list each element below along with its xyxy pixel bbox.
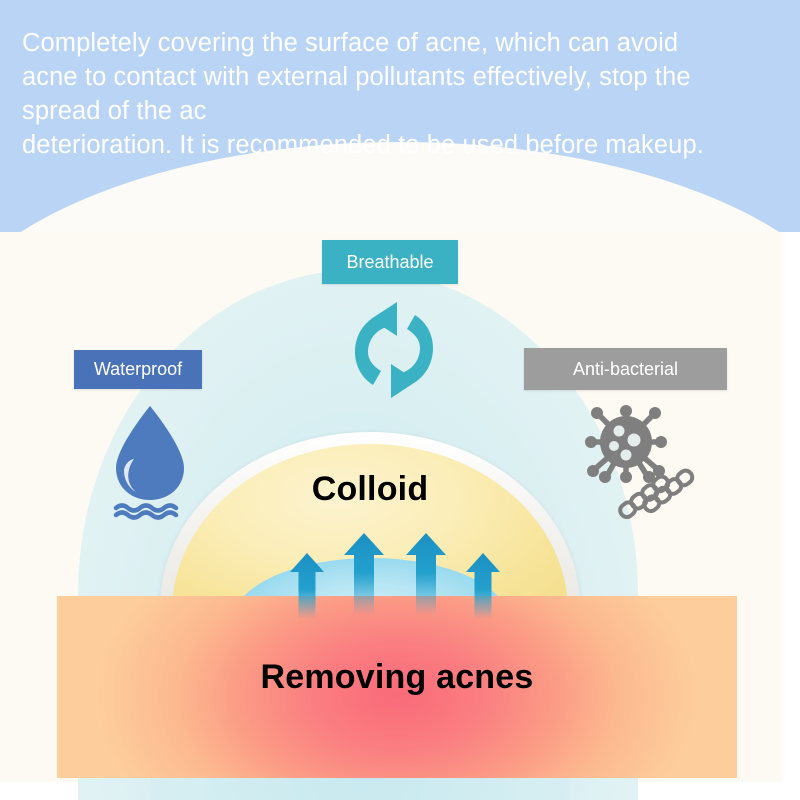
badge-breathable-label: Breathable: [346, 251, 434, 272]
badge-breathable[interactable]: Breathable: [322, 240, 458, 284]
badge-anti-bacterial[interactable]: Anti-bacterial: [524, 348, 727, 390]
removing-acnes-label: Removing acnes: [260, 658, 534, 696]
badge-waterproof[interactable]: Waterproof: [74, 350, 202, 389]
recycle-arrows-icon: [345, 300, 443, 400]
upward-arrows-icon: [280, 525, 510, 621]
water-droplet-icon: [96, 402, 204, 522]
badge-waterproof-label: Waterproof: [93, 359, 183, 379]
colloid-label: Colloid: [311, 470, 429, 508]
skin-layer: Removing acnes: [57, 596, 737, 778]
virus-bacteria-icon: [578, 398, 706, 534]
header-description: Completely covering the surface of acne,…: [22, 29, 704, 159]
skin-fill: [57, 596, 737, 778]
badge-anti-bacterial-label: Anti-bacterial: [572, 358, 679, 379]
illustration-panel: Colloid Removing acnes Waterproof Breath…: [0, 200, 800, 800]
header-band: Completely covering the surface of acne,…: [0, 0, 800, 232]
